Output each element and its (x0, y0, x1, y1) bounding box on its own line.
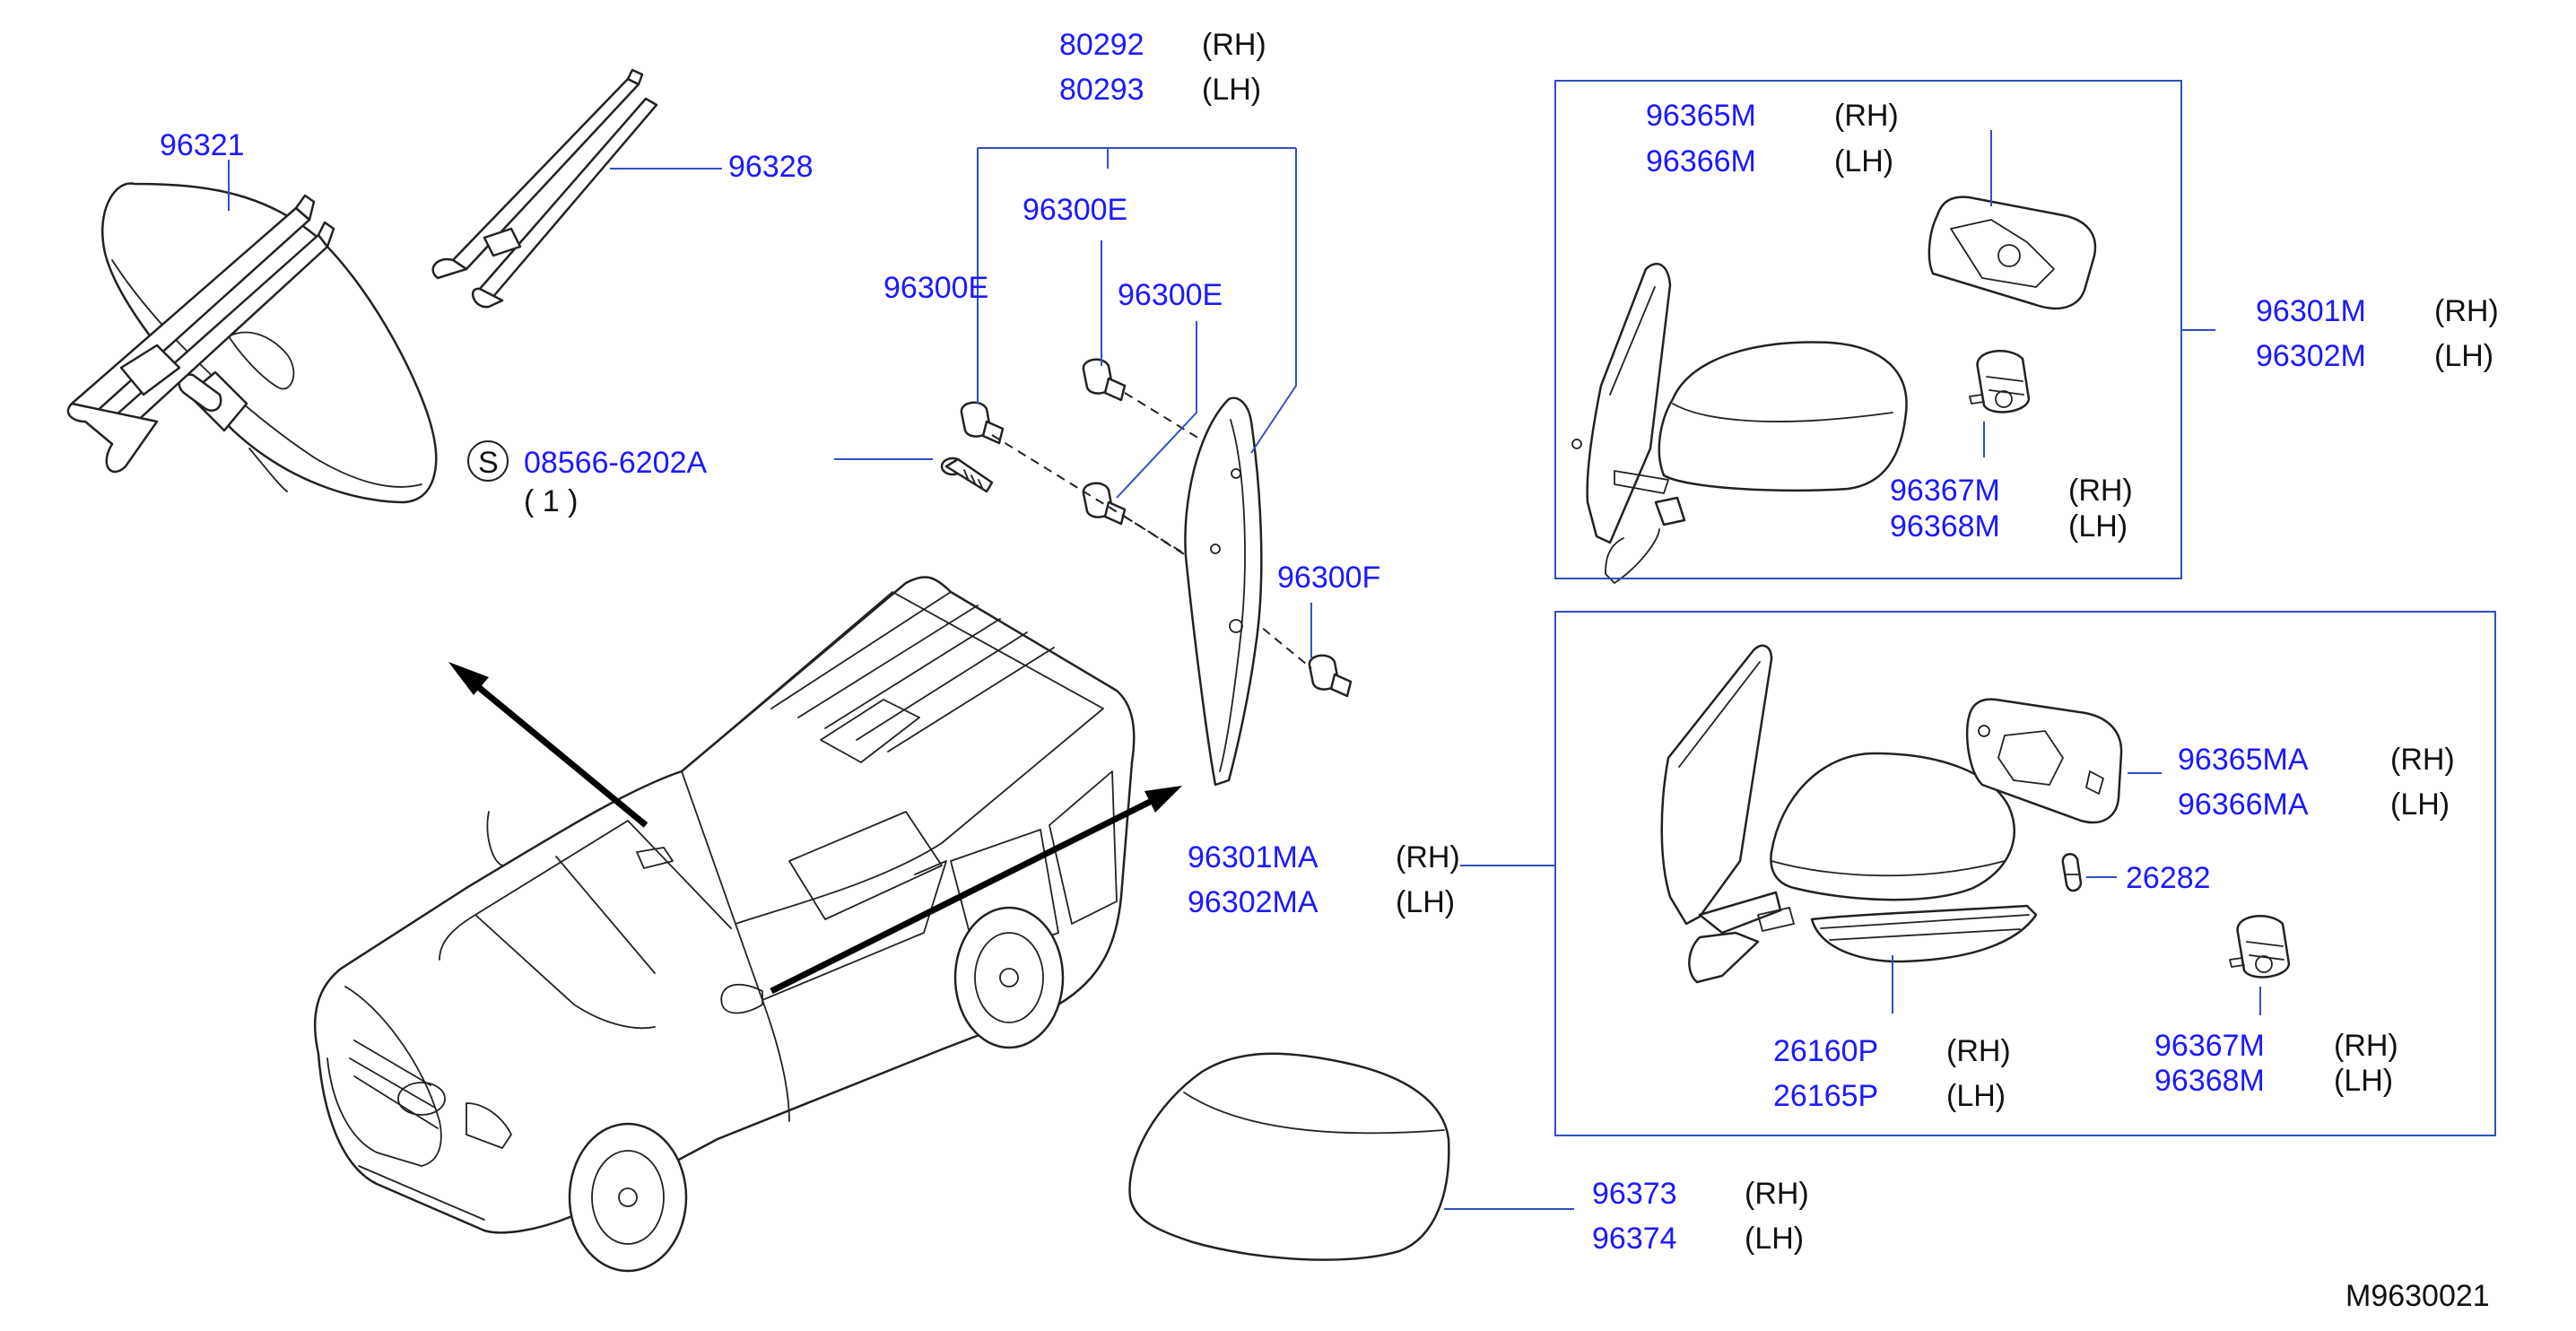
callout-96321: 96321 (160, 128, 245, 162)
inside-mirror-illustration (100, 182, 438, 504)
actuator-96367M-lower-illustration (2229, 915, 2291, 979)
callout-80292: 80292 (1059, 28, 1144, 62)
bulb-26282-illustration (2061, 852, 2083, 892)
mirror-cover-96373-illustration (1128, 1052, 1450, 1261)
callout-96374-side: (LH) (1745, 1222, 1804, 1256)
mirror-glass-96365MA-illustration (1965, 698, 2123, 824)
callout-96301M: 96301M (2256, 294, 2366, 328)
callout-96368M-upper: 96368M (1890, 509, 2000, 544)
clip-96300E-b-illustration (1082, 358, 1127, 402)
callout-96373-side: (RH) (1745, 1177, 1809, 1211)
callout-96365M: 96365M (1646, 99, 1756, 133)
screw-symbol-circle (467, 440, 509, 482)
callout-96366M-side: (LH) (1834, 144, 1893, 178)
callout-96368M-lower: 96368M (2154, 1064, 2265, 1098)
finisher-80292-illustration (1184, 396, 1263, 787)
callout-96367M-lower-side: (RH) (2334, 1029, 2398, 1063)
bracket-96328-illustration (431, 68, 658, 309)
callout-96367M-upper: 96367M (1890, 474, 2000, 508)
door-mirror-assembly-upper-illustration (1571, 263, 1908, 584)
vehicle-illustration (313, 576, 1136, 1273)
callout-80292-side: (RH) (1202, 28, 1266, 62)
lower-assembly-box (1554, 611, 2496, 1136)
callout-26165P: 26165P (1773, 1079, 1878, 1113)
callout-26282: 26282 (2126, 861, 2211, 895)
callout-96300F: 96300F (1277, 561, 1380, 595)
callout-26160P-side: (RH) (1946, 1034, 2011, 1068)
callout-96300E-b: 96300E (883, 271, 988, 305)
mirror-glass-96365M-illustration (1928, 196, 2097, 310)
clip-96300E-c-illustration (1082, 482, 1127, 526)
leader-lines (228, 130, 2261, 1210)
diagram-code: M9630021 (2345, 1279, 2490, 1313)
door-mirror-assembly-lower-illustration (1660, 644, 2015, 984)
callout-96368M-lower-side: (LH) (2334, 1064, 2393, 1098)
callout-80293: 80293 (1059, 73, 1144, 107)
clip-96300F-illustration (1308, 654, 1353, 698)
callout-96367M-lower: 96367M (2154, 1029, 2265, 1063)
callout-96366M: 96366M (1646, 144, 1756, 178)
callout-96328: 96328 (728, 150, 814, 184)
callout-96302MA-side: (LH) (1396, 885, 1455, 919)
screw-symbol: S (478, 446, 499, 480)
callout-96300E-c: 96300E (1118, 278, 1223, 312)
callout-96365MA-side: (RH) (2390, 743, 2455, 777)
callout-96366MA: 96366MA (2178, 787, 2309, 822)
callout-96300E-a: 96300E (1023, 193, 1127, 227)
callout-96368M-upper-side: (LH) (2068, 509, 2128, 544)
callout-80293-side: (LH) (1202, 73, 1261, 107)
callout-96365M-side: (RH) (1834, 99, 1899, 133)
callout-96302MA: 96302MA (1188, 885, 1318, 919)
arrow-to-inside-mirror (448, 662, 648, 828)
callout-96367M-upper-side: (RH) (2068, 474, 2133, 508)
turn-lamp-26160P-illustration (1810, 904, 2038, 963)
actuator-96367M-upper-illustration (1969, 350, 2031, 413)
callout-96301M-side: (RH) (2434, 294, 2499, 328)
callout-screw-qty: ( 1 ) (524, 484, 578, 518)
callout-96373: 96373 (1592, 1177, 1677, 1211)
callout-96366MA-side: (LH) (2390, 787, 2450, 822)
callout-96301MA: 96301MA (1188, 840, 1318, 874)
screw-illustration (940, 457, 994, 493)
callout-96374: 96374 (1592, 1222, 1677, 1256)
callout-96365MA: 96365MA (2178, 743, 2309, 777)
callout-26165P-side: (LH) (1946, 1079, 2006, 1113)
callout-96302M: 96302M (2256, 339, 2366, 373)
callout-26160P: 26160P (1773, 1034, 1878, 1068)
clip-96300E-a-illustration (960, 401, 1005, 445)
callout-96301MA-side: (RH) (1396, 840, 1460, 874)
callout-96302M-side: (LH) (2434, 339, 2493, 373)
arrow-to-door-mirror (770, 786, 1182, 995)
mirror-stay-illustration (66, 194, 335, 474)
callout-screw-code: 08566-6202A (524, 446, 708, 480)
